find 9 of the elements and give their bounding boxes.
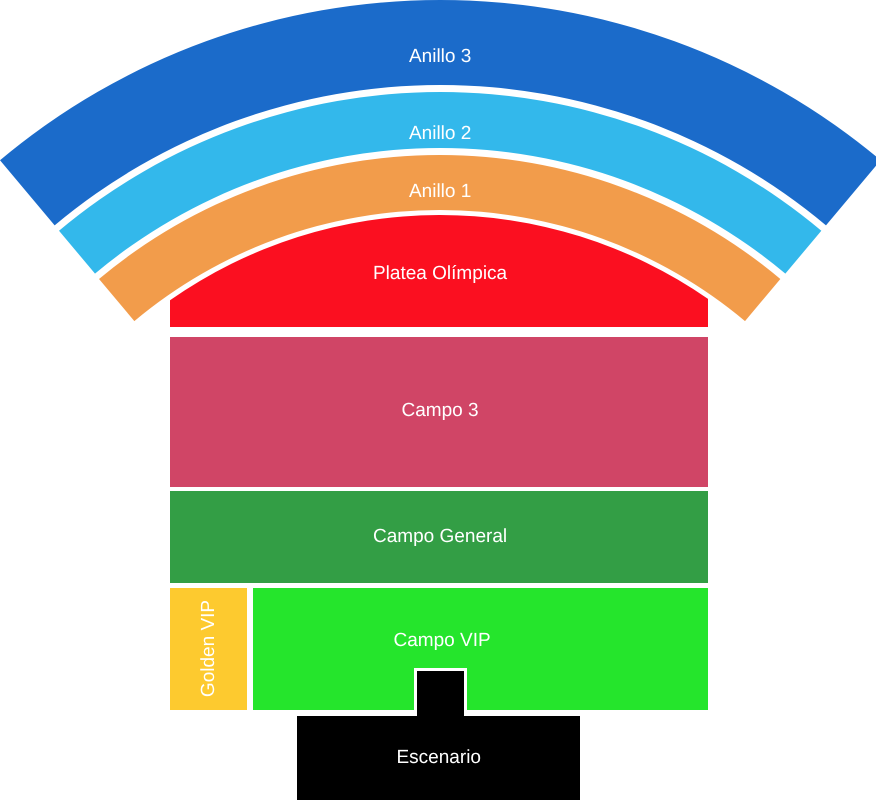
section-label: Campo VIP xyxy=(394,630,491,650)
section-label: Campo General xyxy=(373,526,508,546)
section-label: Anillo 2 xyxy=(408,124,472,142)
section-label: Anillo 3 xyxy=(409,46,472,66)
section-label: Platea Olímpica xyxy=(373,264,508,282)
section-label: Campo 3 xyxy=(402,400,479,420)
section-label: Golden VIP xyxy=(198,599,218,697)
section-label: Anillo 1 xyxy=(408,182,472,200)
section-label: Escenario xyxy=(396,748,481,766)
